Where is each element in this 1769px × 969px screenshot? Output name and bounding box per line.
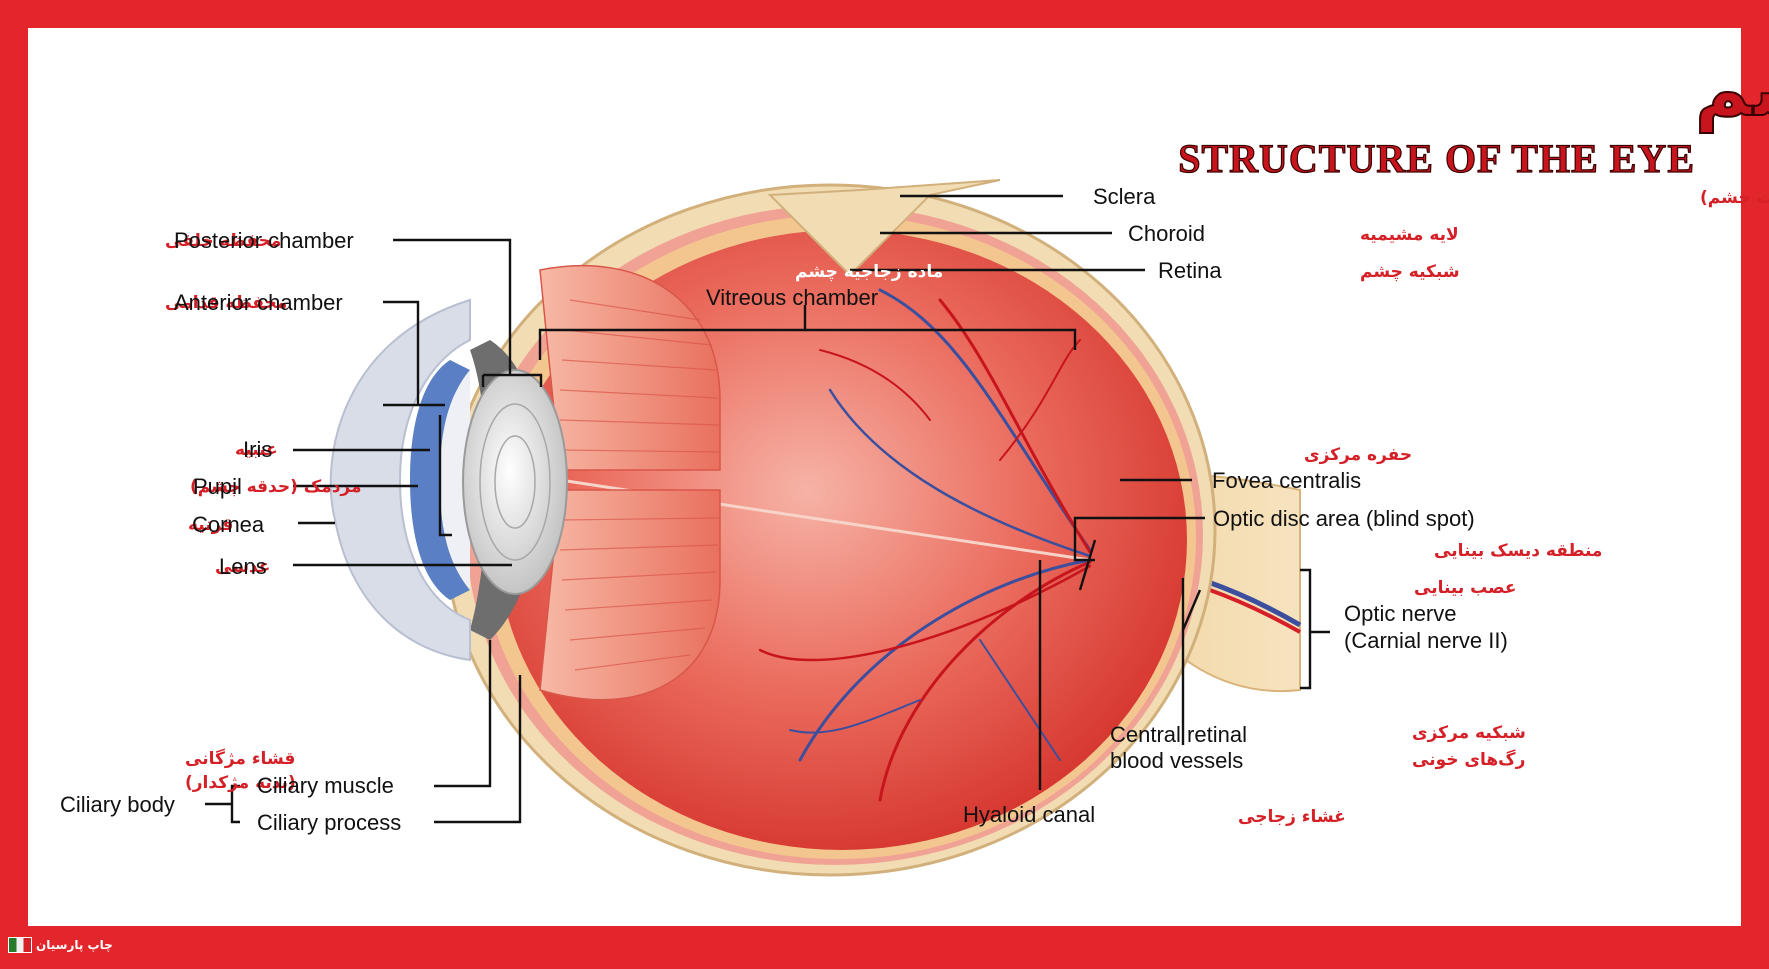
label-sclera-fa: صلبیه (سفیده سخت چشم) — [1700, 188, 1769, 208]
label-hyaloid: Hyaloid canal — [963, 802, 1095, 827]
label-pupil: Pupil — [193, 474, 242, 499]
label-ciliary-body-fa-1: قشاء مژگانی — [185, 748, 295, 769]
title-persian: ساختار چشم — [1695, 47, 1769, 133]
title-english: STRUCTURE OF THE EYE — [1178, 136, 1695, 181]
label-fovea: Fovea centralis — [1212, 468, 1361, 493]
label-choroid: Choroid — [1128, 221, 1205, 246]
label-ciliary-process: Ciliary process — [257, 810, 401, 835]
label-ciliary-muscle: Ciliary muscle — [257, 773, 394, 798]
publisher-flag-icon — [8, 937, 32, 953]
label-hyaloid-fa: غشاء زجاجی — [1238, 807, 1346, 827]
publisher-logo: چاپ پارسیان — [8, 937, 113, 953]
label-retina: Retina — [1158, 258, 1222, 283]
label-iris: Iris — [243, 437, 272, 462]
label-lens: Lens — [219, 554, 267, 579]
label-optic-nerve-sub: (Carnial nerve II) — [1344, 628, 1508, 653]
label-retinal-vessels-1: Central retinal — [1110, 722, 1247, 747]
label-anterior: Anterior chamber — [174, 290, 343, 315]
label-optic-nerve-fa: عصب بینایی — [1414, 578, 1517, 598]
label-fovea-fa: حفره مرکزی — [1304, 445, 1412, 465]
label-sclera: Sclera — [1093, 184, 1156, 209]
label-retinal-vessels-fa-2: رگ‌های خونی — [1412, 750, 1525, 770]
label-vitreous: Vitreous chamber — [706, 285, 878, 310]
publisher-name: چاپ پارسیان — [36, 938, 113, 952]
label-retinal-vessels-2: blood vessels — [1110, 748, 1243, 773]
label-retinal-vessels-fa-1: شبکیه مرکزی — [1412, 723, 1526, 743]
label-optic-nerve: Optic nerve — [1344, 601, 1457, 626]
label-posterior: Posterior chamber — [174, 228, 354, 253]
label-optic-disc-fa: منطقه دیسک بینایی — [1434, 541, 1602, 561]
label-vitreous-fa: ماده زجاجیه چشم — [795, 262, 943, 282]
label-retina-fa: شبکیه چشم — [1360, 262, 1460, 282]
label-optic-disc: Optic disc area (blind spot) — [1213, 506, 1475, 531]
label-ciliary-body: Ciliary body — [60, 792, 175, 817]
label-cornea: Cornea — [192, 512, 265, 537]
label-choroid-fa: لایه مشیمیه — [1360, 225, 1459, 245]
